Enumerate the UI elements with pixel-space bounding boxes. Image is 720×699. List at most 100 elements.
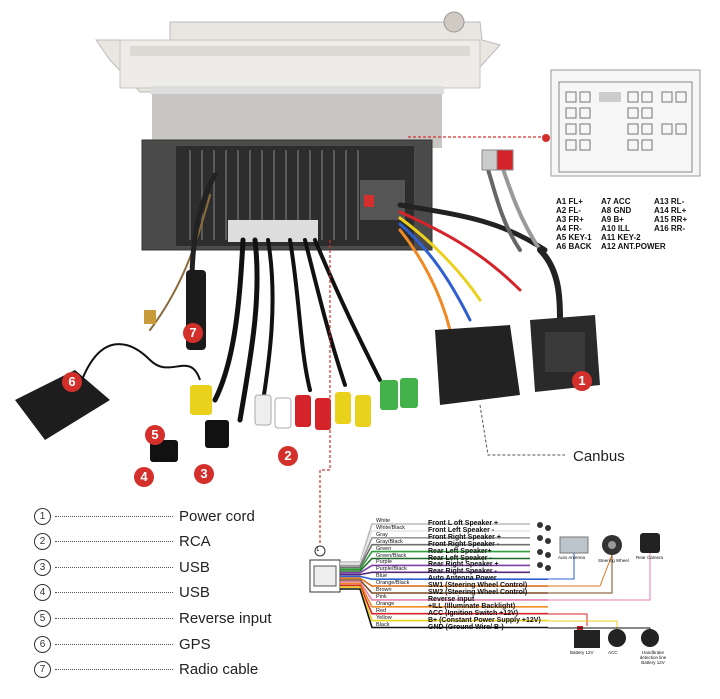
device-label: ACC bbox=[608, 650, 618, 655]
head-unit bbox=[95, 11, 501, 251]
legend-item: 3 USB bbox=[34, 556, 210, 578]
harness-wire bbox=[340, 581, 548, 601]
legend-item: 6 GPS bbox=[34, 633, 211, 655]
legend-leader bbox=[55, 592, 173, 594]
legend-number: 4 bbox=[34, 584, 51, 602]
pinout-entry: A13 RL- bbox=[654, 197, 685, 206]
pinout-entry: A10 ILL bbox=[601, 224, 630, 233]
harness-wire bbox=[340, 582, 548, 608]
legend-item: 5 Reverse input bbox=[34, 607, 272, 629]
legend-leader bbox=[55, 541, 173, 543]
wire-color-name: White/Black bbox=[376, 524, 406, 531]
pinout-entry: A8 GND bbox=[601, 206, 632, 215]
harness-wire bbox=[340, 557, 530, 572]
legend-item: 2 RCA bbox=[34, 531, 211, 553]
legend-label: RCA bbox=[179, 533, 211, 551]
wire-function-label: Rear Right Speaker + bbox=[428, 561, 499, 569]
legend-number: 3 bbox=[34, 558, 51, 576]
pinout-entry: A12 ANT.POWER bbox=[601, 242, 666, 251]
pinout-entry: A2 FL- bbox=[556, 206, 581, 215]
wire-function-label: Auto Antenna Power bbox=[428, 575, 497, 583]
legend-leader bbox=[55, 669, 173, 671]
wire-function-label: GND (Ground Wire/ B-) bbox=[428, 623, 504, 631]
device-label: Auto Antenna bbox=[558, 555, 586, 560]
legend-number: 2 bbox=[34, 533, 51, 551]
harness-wire bbox=[340, 537, 530, 567]
wire-color-name: Blue bbox=[376, 573, 388, 580]
harness-connector-num: 1 bbox=[316, 547, 320, 553]
pinout-entry: A6 BACK bbox=[556, 242, 592, 251]
device-label: Steering Wheel bbox=[598, 558, 629, 563]
device-label: Handbrake detection line Battery 12V bbox=[639, 650, 667, 665]
callout-badge-5: 5 bbox=[145, 425, 165, 445]
wire-color-name: Orange bbox=[376, 600, 395, 607]
harness-wire bbox=[340, 584, 548, 615]
pinout-entry: A14 RL+ bbox=[654, 206, 687, 215]
pinout-entry: A9 B+ bbox=[601, 215, 624, 224]
wire-function-label: SW2 (Steering Wheel Control) bbox=[428, 589, 528, 596]
legend-label: GPS bbox=[179, 635, 211, 653]
wire-color-name: Black bbox=[376, 621, 390, 628]
callout-badge-7: 7 bbox=[183, 323, 203, 343]
legend-label: USB bbox=[179, 558, 210, 576]
harness-wire bbox=[340, 523, 530, 563]
legend-number: 5 bbox=[34, 609, 51, 627]
callout-badge-1: 1 bbox=[572, 371, 592, 391]
callout-badge-4: 4 bbox=[134, 467, 154, 487]
device-links bbox=[548, 553, 651, 629]
harness-wire bbox=[340, 586, 548, 622]
legend-label: Reverse input bbox=[179, 609, 272, 627]
wire-color-name: Yellow bbox=[376, 614, 392, 621]
wire-function-label: Rear Left Speaker+ bbox=[428, 547, 492, 555]
pinout-entry: A11 KEY-2 bbox=[601, 233, 641, 242]
wire-function-label: Rear Left Speaker - bbox=[428, 554, 492, 562]
wire-color-name: Purple bbox=[376, 559, 392, 566]
harness-wire bbox=[340, 571, 530, 576]
wire-color-name: White bbox=[376, 518, 391, 524]
harness-wire bbox=[340, 588, 548, 629]
cable-set bbox=[149, 172, 382, 423]
device-label: Rear Camera bbox=[636, 555, 664, 560]
rca-plugs bbox=[150, 378, 418, 462]
device-link bbox=[548, 553, 575, 580]
device-label: Battery 12V bbox=[570, 650, 594, 655]
wire-color-name: Gray/Black bbox=[376, 538, 403, 545]
wire-function-label: Front Right Speaker + bbox=[428, 533, 501, 541]
legend-leader bbox=[55, 566, 173, 568]
legend-leader bbox=[55, 515, 173, 517]
legend-item: 1 Power cord bbox=[34, 505, 255, 527]
wire-function-label: Front Right Speaker - bbox=[428, 540, 500, 548]
harness-wire bbox=[340, 564, 530, 574]
harness-wire bbox=[340, 579, 548, 594]
legend-label: USB bbox=[179, 584, 210, 602]
wire-function-label: Reverse input bbox=[428, 595, 475, 603]
harness-wire bbox=[340, 543, 530, 569]
harness-wire bbox=[340, 577, 548, 587]
legend-number: 7 bbox=[34, 661, 51, 679]
wire-function-label: SW1 (Steering Wheel Control) bbox=[428, 582, 528, 590]
legend-label: Power cord bbox=[179, 507, 255, 525]
legend-number: 6 bbox=[34, 635, 51, 653]
pinout-col3: A13 RL-A14 RL+A15 RR+A16 RR- bbox=[654, 197, 687, 233]
wire-color-name: Purple/Black bbox=[376, 566, 407, 573]
device-link bbox=[548, 627, 651, 629]
callout-badge-3: 3 bbox=[194, 464, 214, 484]
wire-function-label: ACC (Ignition Switch +12V) bbox=[428, 609, 519, 617]
callout-badge-6: 6 bbox=[62, 372, 82, 392]
harness-wire bbox=[340, 550, 530, 570]
device-link bbox=[548, 554, 613, 587]
pinout-box bbox=[550, 69, 701, 177]
wire-color-name: Brown bbox=[376, 587, 392, 593]
legend-item: 4 USB bbox=[34, 582, 210, 604]
legend-number: 1 bbox=[34, 507, 51, 525]
canbus-label: Canbus bbox=[573, 448, 625, 465]
callout-badge-2: 2 bbox=[278, 446, 298, 466]
pinout-entry: A5 KEY-1 bbox=[556, 233, 592, 242]
wire-function-label: Front L oft Speaker + bbox=[428, 520, 499, 527]
pinout-entry: A16 RR- bbox=[654, 224, 686, 233]
harness-devices bbox=[537, 522, 660, 648]
wire-function-label: Front Left Speaker - bbox=[428, 526, 495, 534]
wire-color-name: Gray bbox=[376, 531, 388, 538]
